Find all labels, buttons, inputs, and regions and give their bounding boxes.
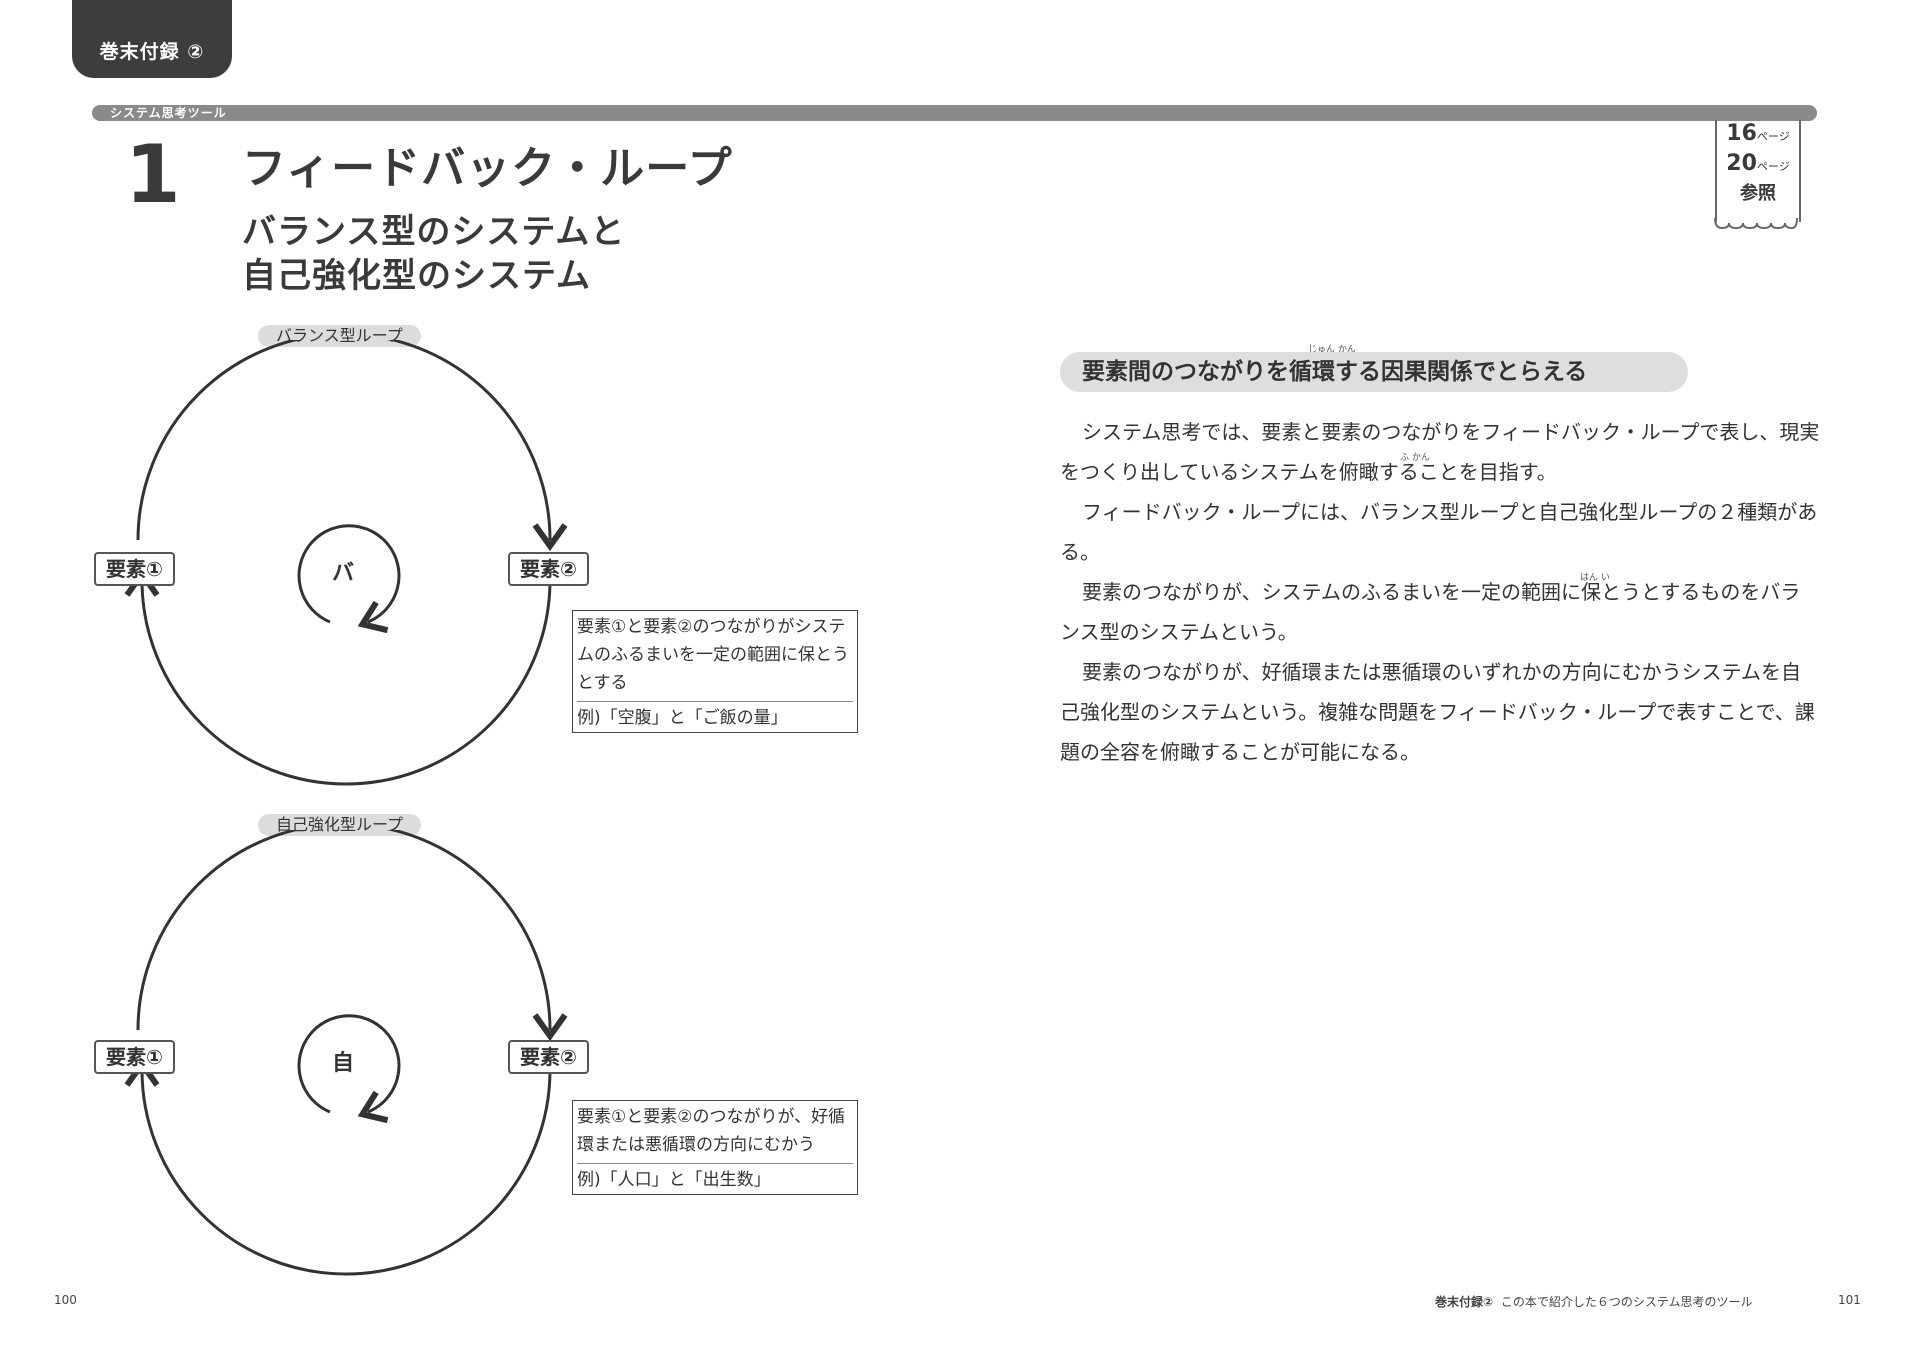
bottom-arc-arrow bbox=[124, 1058, 552, 1276]
left-page-number: 100 bbox=[54, 1293, 77, 1307]
section-bar-label: システム思考ツール bbox=[110, 106, 227, 120]
top-arc-arrow bbox=[136, 830, 568, 1042]
appendix-tab: 巻末付録 ② bbox=[72, 0, 232, 78]
section-heading: 要素間のつながりを循環する因果関係でとらえる bbox=[1060, 352, 1688, 392]
reinforcing-example: 例)「人口」と「出生数」 bbox=[577, 1163, 853, 1194]
running-footer: 巻末付録② この本で紹介した６つのシステム思考のツール bbox=[1435, 1293, 1752, 1310]
reinforcing-element-1: 要素① bbox=[94, 1040, 175, 1074]
top-arc-arrow bbox=[136, 340, 568, 552]
balance-loop-label: バランス型ループ bbox=[258, 325, 421, 347]
chapter-subtitle: バランス型のシステムと 自己強化型のシステム bbox=[242, 212, 626, 296]
balance-loop-diagram bbox=[124, 340, 568, 786]
paragraph: 要素のつながりが、システムのふるまいを一定の範囲に保とうとするものをバランス型の… bbox=[1060, 580, 1801, 644]
bottom-arc-arrow bbox=[124, 568, 552, 786]
reference-line-2: 20ページ bbox=[1726, 151, 1790, 176]
reinforcing-loop-diagram bbox=[124, 830, 568, 1276]
paragraph: システム思考では、要素と要素のつながりをフィードバック・ループで表し、現実をつく… bbox=[1060, 420, 1820, 484]
paragraph: 要素のつながりが、好循環または悪循環のいずれかの方向にむかうシステムを自己強化型… bbox=[1060, 660, 1815, 764]
chapter-title: フィードバック・ループ bbox=[242, 143, 733, 194]
reference-line-3: 参照 bbox=[1740, 183, 1776, 204]
footer-appendix-label: 巻末付録② bbox=[1435, 1295, 1494, 1309]
reference-line-1: 16ページ bbox=[1726, 121, 1790, 146]
reinforcing-description: 要素①と要素②のつながりが、好循環または悪循環の方向にむかう bbox=[577, 1107, 846, 1155]
balance-description-box: 要素①と要素②のつながりがシステムのふるまいを一定の範囲に保とうとする 例)「空… bbox=[572, 610, 858, 733]
badge-wave-border bbox=[1714, 218, 1798, 230]
reinforcing-element-2: 要素② bbox=[508, 1040, 589, 1074]
balance-example: 例)「空腹」と「ご飯の量」 bbox=[577, 701, 853, 732]
balance-center-char: バ bbox=[332, 561, 355, 586]
inner-cycle-arrow bbox=[297, 524, 401, 634]
body-text: システム思考では、要素と要素のつながりをフィードバック・ループで表し、現実をつく… bbox=[1060, 412, 1820, 772]
inner-cycle-arrow bbox=[297, 1014, 401, 1124]
page-reference-badge: 16ページ 20ページ 参照 bbox=[1715, 120, 1801, 222]
footer-title: この本で紹介した６つのシステム思考のツール bbox=[1500, 1295, 1753, 1309]
heading-ruby: じゅん かん bbox=[1308, 345, 1356, 355]
chapter-number: 1 bbox=[125, 128, 181, 221]
balance-element-1: 要素① bbox=[94, 552, 175, 586]
paragraph: フィードバック・ループには、バランス型ループと自己強化型ループの２種類がある。 bbox=[1060, 500, 1818, 564]
ruby-hani: はん い bbox=[1580, 573, 1610, 583]
reinforcing-center-char: 自 bbox=[332, 1051, 355, 1076]
right-page-number: 101 bbox=[1838, 1293, 1861, 1307]
ruby-fukan: ふ かん bbox=[1400, 453, 1430, 463]
balance-element-2: 要素② bbox=[508, 552, 589, 586]
section-bar bbox=[92, 105, 1817, 121]
reinforcing-description-box: 要素①と要素②のつながりが、好循環または悪循環の方向にむかう 例)「人口」と「出… bbox=[572, 1100, 858, 1195]
balance-description: 要素①と要素②のつながりがシステムのふるまいを一定の範囲に保とうとする bbox=[577, 617, 849, 693]
